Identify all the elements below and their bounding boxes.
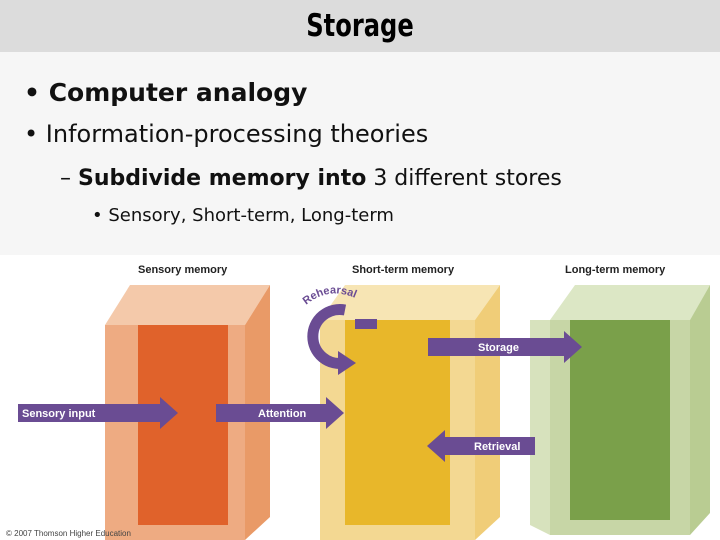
- subsubbullet-text: Sensory, Short-term, Long-term: [108, 205, 394, 226]
- dash-glyph: –: [60, 166, 71, 191]
- bullet-glyph: •: [24, 78, 40, 107]
- attention-label: Attention: [258, 408, 307, 420]
- short-term-box: [320, 285, 500, 540]
- long-term-box: [530, 285, 710, 535]
- retrieval-label: Retrieval: [474, 441, 520, 453]
- memory-diagram-svg: Sensory memory Short-term memory Long-te…: [0, 255, 720, 540]
- storage-label: Storage: [478, 342, 519, 354]
- bullet-text: Computer analogy: [49, 78, 308, 107]
- bullet-text: Information-processing theories: [46, 120, 428, 148]
- subbullet-strong-text: Subdivide memory into: [78, 166, 366, 191]
- bullet-info-processing: • Information-processing theories: [24, 120, 428, 148]
- slide-title: Storage: [79, 2, 641, 50]
- copyright-text: © 2007 Thomson Higher Education: [6, 529, 131, 538]
- subbullet-rest-text: 3 different stores: [366, 166, 562, 191]
- bullet-glyph: •: [92, 205, 103, 226]
- subsubbullet-stores: • Sensory, Short-term, Long-term: [92, 205, 394, 226]
- sensory-memory-label: Sensory memory: [138, 264, 228, 276]
- subbullet-subdivide: – Subdivide memory into 3 different stor…: [60, 166, 562, 191]
- bullet-glyph: •: [24, 120, 38, 148]
- long-term-memory-label: Long-term memory: [565, 264, 666, 276]
- sensory-input-label: Sensory input: [22, 408, 96, 420]
- bullet-computer-analogy: • Computer analogy: [24, 78, 307, 107]
- short-term-memory-label: Short-term memory: [352, 264, 455, 276]
- memory-diagram: Sensory memory Short-term memory Long-te…: [0, 255, 720, 540]
